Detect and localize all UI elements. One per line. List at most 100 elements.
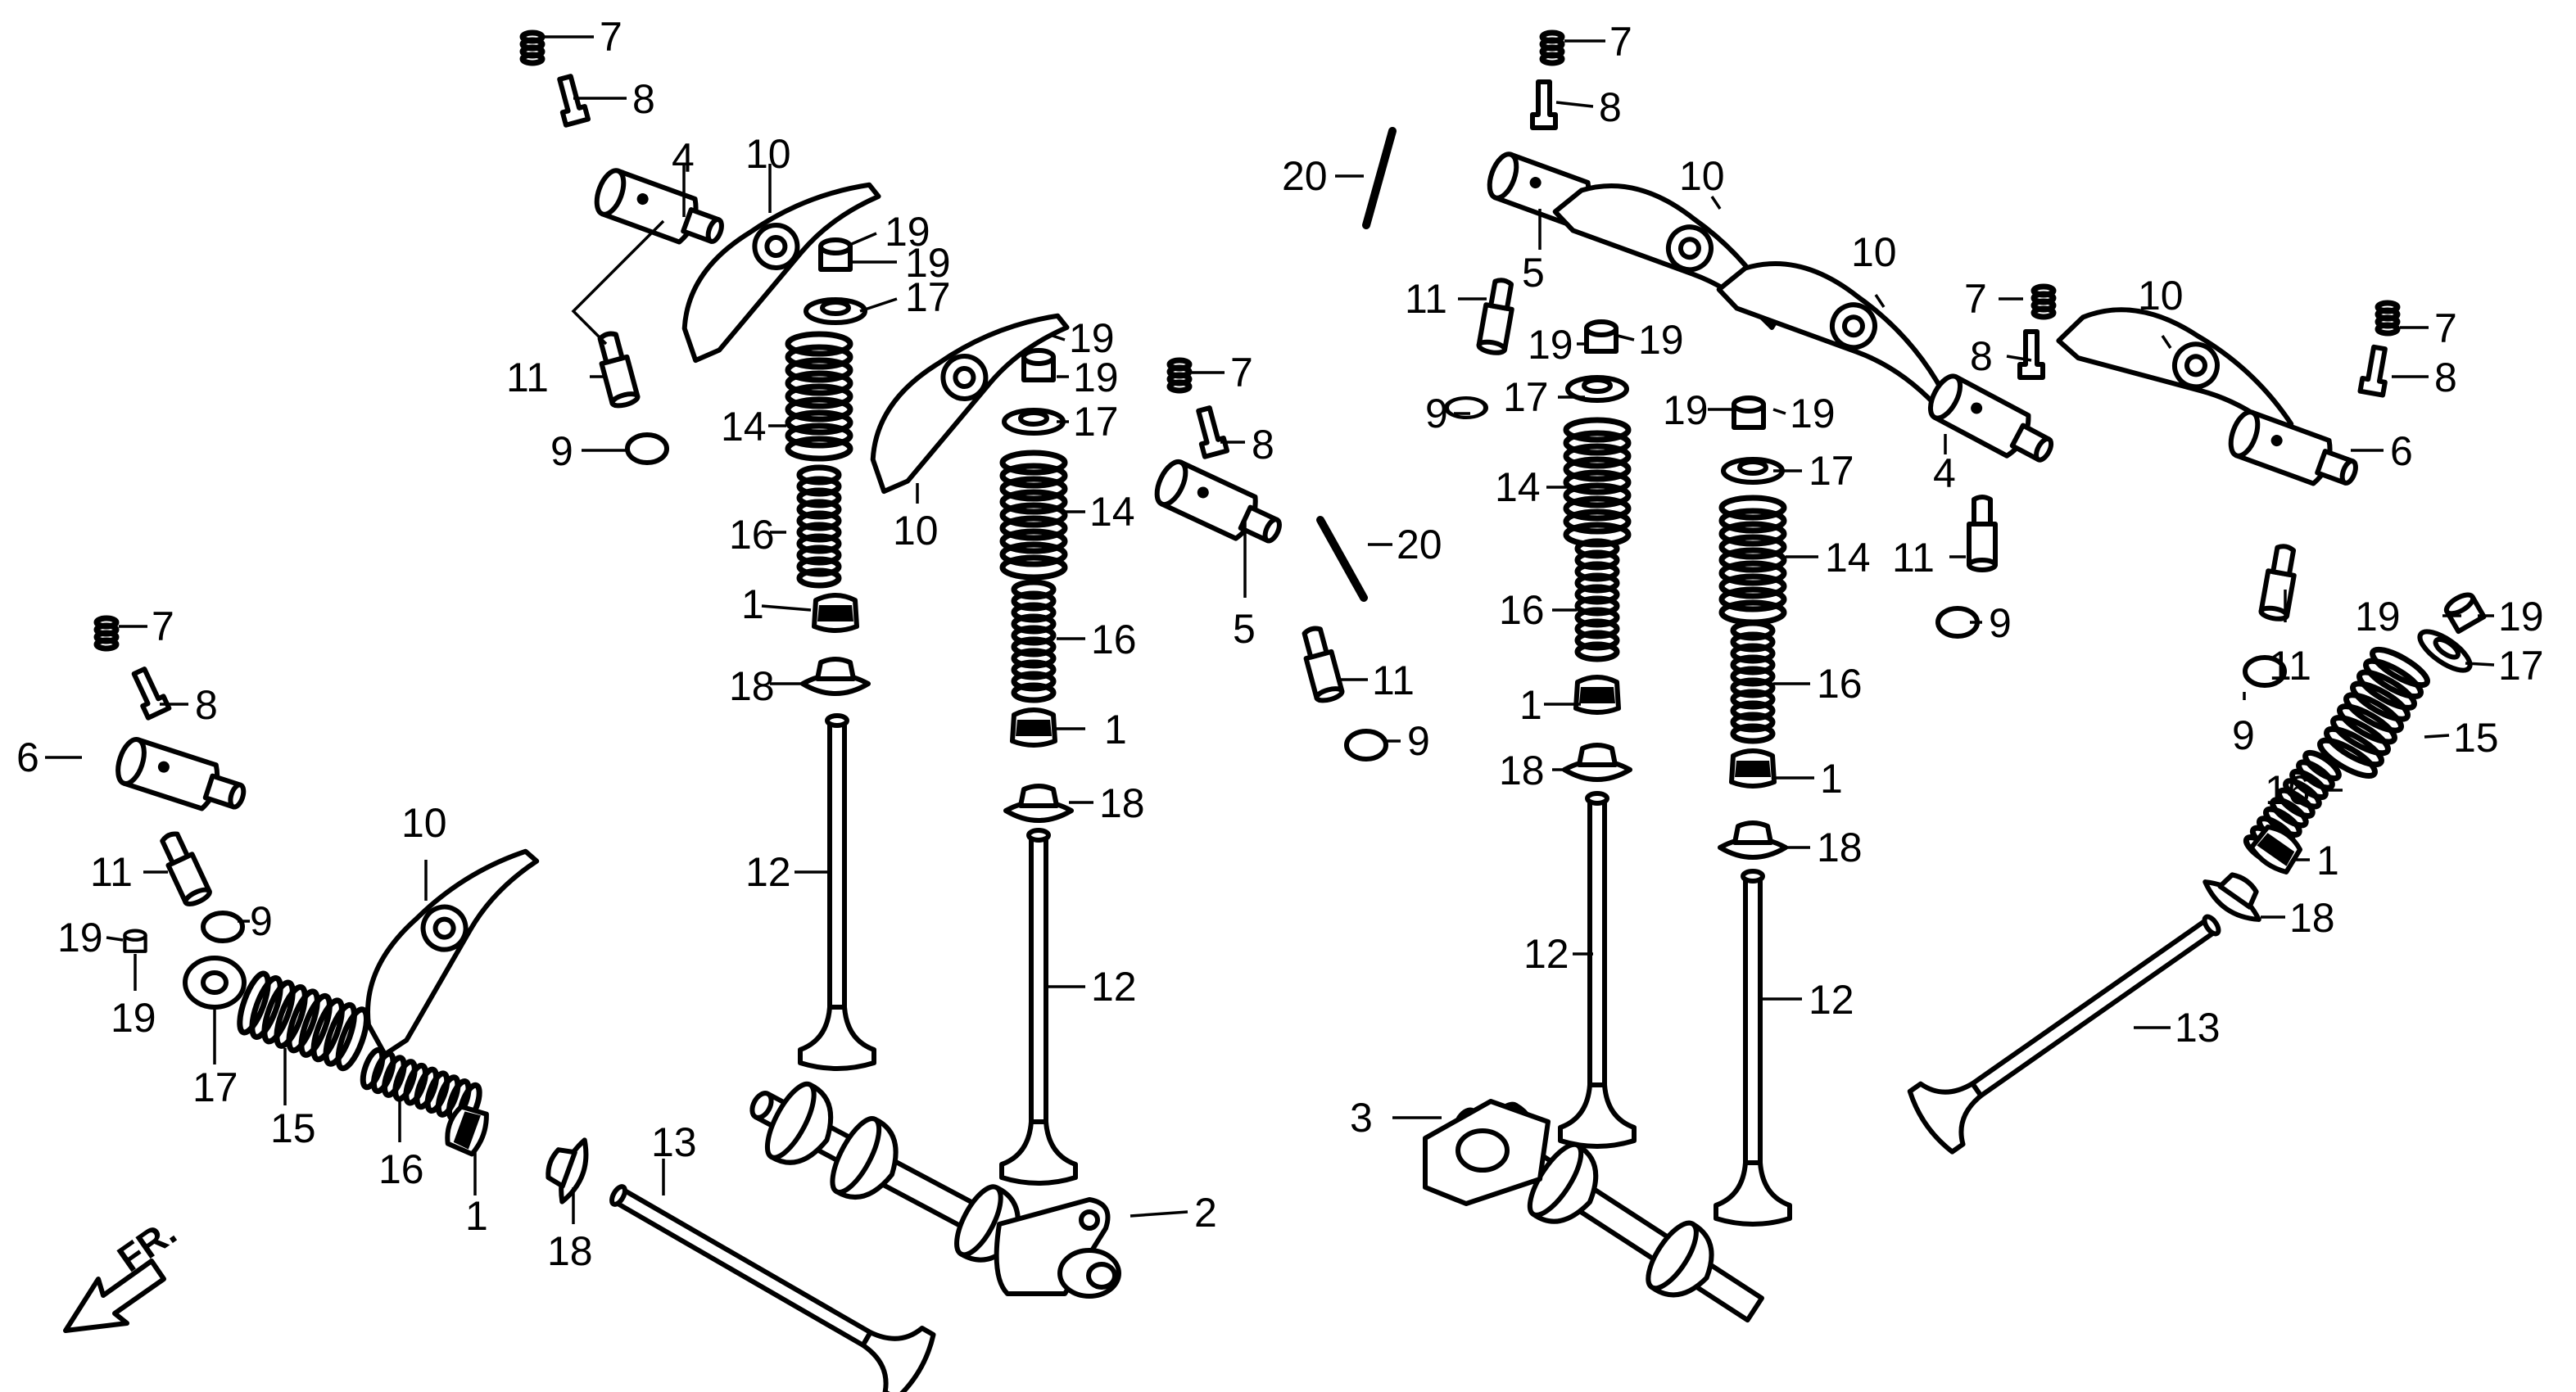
spring-16-r2 (1733, 623, 1772, 741)
callout-label: 11 (2269, 643, 2311, 689)
retainer-17-b (1004, 410, 1063, 433)
callout-label: 10 (2138, 273, 2184, 319)
callout-label: 10 (745, 131, 791, 177)
callout-label: 9 (1407, 718, 1430, 764)
callout-label: 19 (57, 915, 103, 960)
dowel-19-b (1024, 350, 1053, 380)
lifter-11-r (1478, 278, 1517, 355)
seat-18-fl (539, 1132, 594, 1205)
dowel-19-r2 (1734, 398, 1763, 427)
rocker-arm-10-a (673, 184, 891, 361)
far-left-assembly (97, 618, 939, 1392)
seat-18-b (1006, 786, 1071, 820)
callout-label: 16 (1499, 587, 1545, 633)
adjuster-8-mid (1193, 406, 1227, 456)
washer-9-mid (1347, 731, 1386, 759)
callout-label: 6 (2390, 428, 2413, 474)
callout-label: 13 (651, 1119, 697, 1165)
callout-label: 5 (1522, 250, 1545, 296)
callout-label: 2 (1194, 1190, 1217, 1236)
callout-label: 4 (1933, 450, 1956, 496)
callout-label: 9 (1425, 391, 1448, 436)
rocker-arm-10-fl (336, 849, 575, 1056)
seal-1-b (1012, 710, 1055, 745)
dowel-19-fr (2443, 591, 2483, 631)
callout-label: 12 (745, 849, 791, 895)
seal-1-r2 (1732, 751, 1774, 786)
callout-label: 14 (721, 404, 767, 450)
valve-12-a (800, 716, 874, 1069)
callout-label: 11 (506, 355, 549, 400)
callout-label: 16 (729, 512, 775, 558)
adjuster-8-fl (129, 667, 169, 718)
spring-14-a (788, 334, 850, 459)
valve-12-r2 (1716, 871, 1790, 1224)
callout-label: 19 (905, 240, 951, 286)
callout-label: 19 (1073, 355, 1119, 400)
callout-label: 18 (2289, 895, 2335, 941)
callout-label: 4 (672, 135, 695, 181)
callout-label: 16 (2265, 767, 2311, 813)
callout-label: 12 (1523, 931, 1569, 977)
callout-label: 19 (1790, 391, 1836, 436)
spring-16-a (799, 468, 839, 585)
callout-label: 17 (1809, 448, 1854, 494)
callout-label: 8 (1599, 84, 1622, 130)
rocker-shaft-5 (1151, 458, 1287, 554)
washer-9-fl (203, 913, 242, 941)
front-arrow-icon (63, 1259, 166, 1333)
seat-18-a (803, 659, 868, 694)
callout-label: 17 (1073, 399, 1119, 445)
callout-label: 15 (2453, 715, 2499, 761)
callout-label: 7 (1609, 19, 1632, 65)
callout-label: 18 (729, 663, 775, 709)
callout-label: 1 (2316, 838, 2339, 884)
valve-12-b (1002, 830, 1075, 1183)
callout-label: 8 (195, 682, 218, 728)
adjuster-spring-7-r2 (2034, 287, 2053, 317)
callout-label: 3 (1350, 1095, 1373, 1141)
spring-15-fl (234, 970, 373, 1071)
adjuster-8-r2 (2020, 332, 2043, 377)
retainer-17-a (806, 300, 865, 323)
spring-14-b (1003, 453, 1065, 577)
valve-12-r1 (1560, 793, 1634, 1146)
dowel-19-r1 (1587, 322, 1616, 351)
valve-13-fl (595, 1161, 938, 1392)
callout-label: 7 (2434, 305, 2457, 351)
lifter-11-fl (157, 829, 212, 906)
cam-holder (994, 1197, 1121, 1299)
callout-label: 17 (192, 1064, 238, 1110)
callout-label: 1 (1104, 707, 1127, 752)
pushrod-20-b (1316, 516, 1368, 602)
callout-label: 19 (2498, 594, 2544, 640)
callout-label: 8 (1252, 422, 1274, 468)
adjuster-8-r (1532, 82, 1555, 128)
callout-label: 17 (2498, 643, 2544, 689)
callout-label: 7 (600, 14, 622, 60)
callout-label: 19 (1528, 322, 1573, 368)
spring-16-r1 (1578, 541, 1617, 659)
adjuster-spring-7-fl (97, 618, 116, 649)
rocker-shaft-6-fl (113, 736, 250, 820)
callout-label: 16 (378, 1146, 424, 1192)
callout-label: 10 (1679, 153, 1725, 199)
callout-label: 16 (1091, 617, 1137, 662)
callout-label: 14 (1825, 535, 1871, 581)
seat-18-r2 (1720, 823, 1786, 857)
callout-label: 18 (1499, 748, 1545, 793)
washer-9 (627, 435, 667, 463)
callout-label: 19 (1069, 315, 1115, 361)
callout-labels: 7 8 4 10 19 19 17 14 16 1 18 12 11 9 10 … (16, 14, 2544, 1274)
callout-label: 20 (1282, 153, 1328, 199)
callout-label: 18 (1099, 780, 1145, 826)
callout-label: 10 (401, 800, 447, 846)
callout-label: 19 (2355, 594, 2401, 640)
lifter-11-r2 (1969, 497, 1995, 570)
callout-label: 13 (2175, 1005, 2221, 1051)
callout-label: 19 (1663, 387, 1709, 433)
adjuster-spring-7-fr (2378, 303, 2397, 333)
callout-label: 1 (465, 1193, 488, 1239)
callout-label: 10 (1851, 229, 1897, 275)
lifter-11-mid (1299, 626, 1343, 703)
